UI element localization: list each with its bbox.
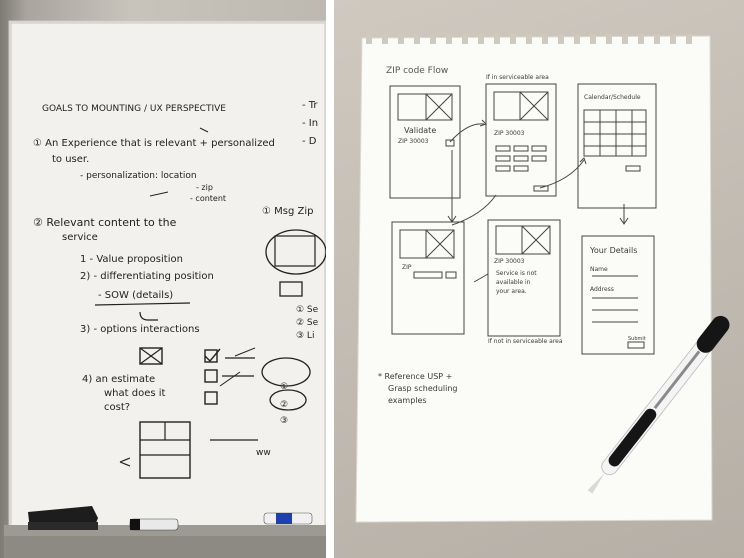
whiteboard-estimate-1: 4) an estimate [82,374,156,385]
whiteboard-content: - content [190,194,227,203]
whiteboard-title: GOALS TO MOUNTING / UX PERSPECTIVE [42,104,226,114]
sketch-submit: Submit [628,336,646,342]
whiteboard-sec-2: ② Se [296,318,319,328]
photo-divider [326,0,334,558]
sketch-title: ZIP code Flow [386,66,449,76]
sketch-not-available-2: available in [496,279,531,286]
sketch-reference-1: * Reference USP + [378,372,453,381]
pen [587,315,730,494]
sketch-zip-2: ZIP 30003 [494,130,525,137]
whiteboard-right-note-3: - D [302,136,317,147]
whiteboard-right-note-1: - Tr [302,100,318,111]
whiteboard-sec-3: ③ Li [296,331,315,341]
whiteboard-sow: - SOW (details) [98,290,174,301]
whiteboard-options: 3) - options interactions [80,324,200,335]
whiteboard-b2: ② [280,400,289,410]
whiteboard-personalization: - personalization: location [80,171,197,181]
whiteboard-b3: ③ [280,416,289,426]
sketch-reference-2: Grasp scheduling [388,384,458,393]
whiteboard-estimate-2: what does it [104,388,166,399]
whiteboard-value-prop: 1 - Value proposition [80,254,183,265]
paper-sketch-photo: ZIP code Flow If in serviceable area Val… [334,0,744,558]
sketch-address: Address [590,286,614,293]
whiteboard-msg-zip: ① Msg Zip [262,206,314,217]
paper-sketch-drawing [355,34,730,523]
whiteboard-estimate-3: cost? [104,402,131,413]
whiteboard-right-note-2: - In [302,118,319,129]
whiteboard-photo: GOALS TO MOUNTING / UX PERSPECTIVE ① An … [0,0,326,558]
sketch-zip-1: ZIP 30003 [398,138,429,145]
whiteboard-point-2-cont: service [62,232,98,243]
whiteboard-differentiating: 2) - differentiating position [80,271,214,282]
whiteboard-sec-1: ① Se [296,305,319,315]
whiteboard-point-1-cont: to user. [52,154,90,165]
whiteboard-point-2: ② Relevant content to the [33,216,177,229]
sketch-zip-small: ZIP [402,264,412,271]
whiteboard-ww: ww [256,448,271,458]
sketch-validate: Validate [404,126,437,135]
sketch-note-top: If in serviceable area [486,74,549,81]
whiteboard-drawing [4,20,326,558]
whiteboard-b1: ① [280,382,289,392]
whiteboard-point-1: ① An Experience that is relevant + perso… [33,138,275,149]
sketch-not-available-1: Service is not [496,270,537,277]
sketch-your-details: Your Details [590,246,638,255]
sketch-calendar: Calendar/Schedule [584,94,641,101]
sketch-zip-3: ZIP 30003 [494,258,525,265]
whiteboard-zip: - zip [196,183,213,192]
sketch-not-serviceable: If not in serviceable area [488,338,563,345]
sketch-reference-3: examples [388,396,427,405]
sketch-name: Name [590,266,608,273]
sketch-not-available-3: your area. [496,288,527,295]
